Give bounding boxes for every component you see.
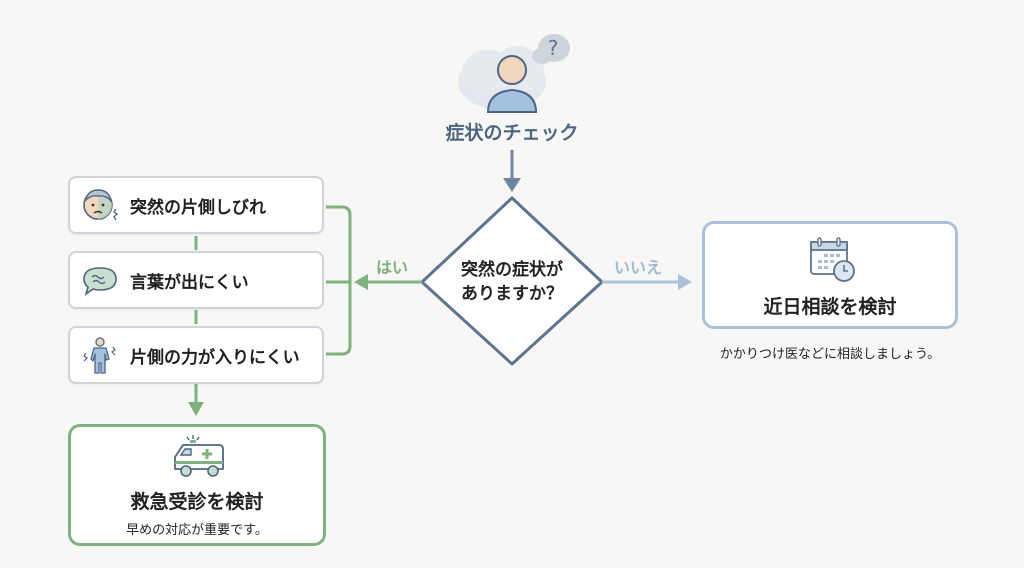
symptom-item-speech: 言葉が出にくい: [68, 251, 324, 309]
symptom-label: 片側の力が入りにくい: [130, 347, 300, 368]
start-label: 症状のチェック: [445, 122, 579, 144]
symptom-bracket: [326, 205, 352, 356]
emergency-title: 救急受診を検討: [130, 491, 264, 513]
decision-question-line1: 突然の症状が: [461, 260, 563, 280]
yes-label: はい: [376, 258, 409, 277]
symptom-item-weakness: 片側の力が入りにくい: [68, 326, 324, 384]
arrow-to-emergency-head: [188, 402, 204, 416]
yes-arrow-head: [354, 274, 368, 290]
symptom-item-numbness: 突然の片側しびれ: [68, 176, 324, 234]
decision-question-line2: ありますか？: [461, 284, 563, 304]
decision-diamond: [420, 196, 604, 366]
symptom-label: 突然の片側しびれ: [130, 197, 266, 218]
calendar-clock-icon: [810, 237, 855, 282]
person-thinking-icon: ?: [458, 34, 570, 113]
consultation-title: 近日相談を検討: [763, 296, 897, 318]
arrow-start-head: [503, 178, 521, 192]
emergency-result-box: 救急受診を検討 早めの対応が重要です。: [68, 424, 326, 546]
no-label: いいえ: [614, 258, 663, 277]
no-arrow-head: [678, 274, 692, 290]
speech-bubble-icon: [83, 267, 117, 296]
numb-face-icon: [83, 189, 119, 221]
consultation-result-box: 近日相談を検討: [702, 221, 958, 329]
weak-body-icon: [83, 337, 116, 374]
decision-question: 突然の症状が ありますか？: [432, 258, 592, 306]
emergency-subtitle: 早めの対応が重要です。: [126, 523, 268, 538]
ambulance-icon: [174, 435, 224, 477]
svg-text:?: ?: [548, 36, 559, 60]
consultation-note: かかりつけ医などに相談しましょう。: [719, 347, 941, 362]
symptom-label: 言葉が出にくい: [130, 272, 249, 293]
